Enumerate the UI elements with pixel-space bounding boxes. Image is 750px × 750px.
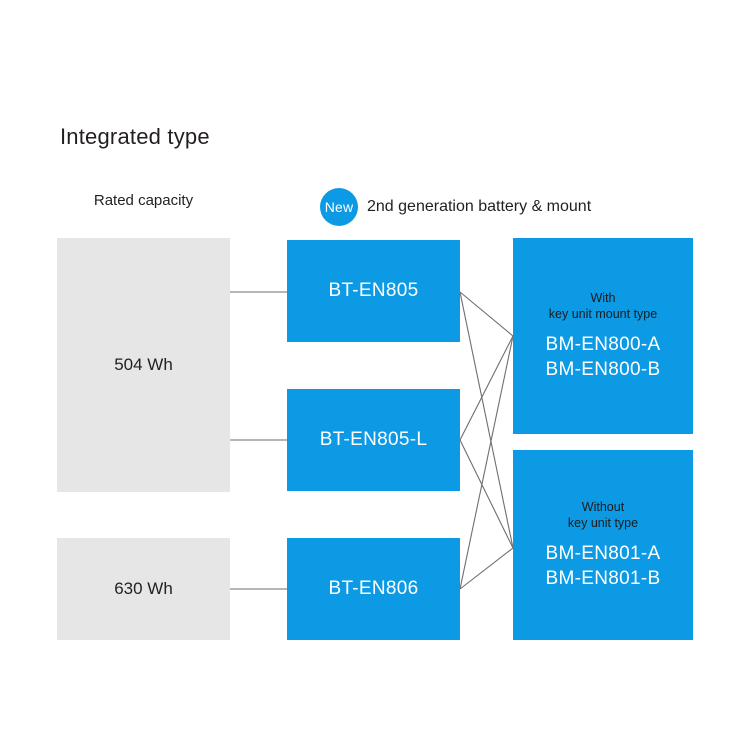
mount-subtitle-line2: key unit mount type — [548, 307, 658, 322]
connector-bt-en806-to-bm-en801 — [459, 547, 514, 590]
battery-node-bt-en806[interactable]: BT-EN806 — [287, 538, 460, 640]
capacity-label: 504 Wh — [114, 355, 173, 374]
column-header-rated-capacity: Rated capacity — [93, 192, 194, 209]
battery-node-bt-en805-l[interactable]: BT-EN805-L — [287, 389, 460, 491]
capacity-node-504wh[interactable]: 504 Wh — [57, 238, 230, 492]
mount-code-a: BM-EN801-A — [545, 543, 661, 565]
mount-code-b: BM-EN800-B — [545, 359, 661, 381]
connector-bt-en805-to-bm-en801 — [459, 291, 514, 549]
mount-subtitle: With key unit mount type — [549, 290, 657, 324]
column-header-generation: New 2nd generation battery & mount — [320, 188, 591, 226]
connector-bt-en806-to-bm-en800 — [459, 335, 514, 590]
connector-bt-en805-to-bm-en800 — [459, 291, 514, 337]
capacity-node-630wh[interactable]: 630 Wh — [57, 538, 230, 640]
mount-subtitle-line2: key unit type — [567, 516, 639, 531]
mount-node-bm-en801[interactable]: Without key unit type BM-EN801-A BM-EN80… — [513, 450, 693, 640]
battery-label: BT-EN805 — [328, 280, 419, 302]
mount-subtitle-line1: Without — [581, 499, 625, 514]
connector-bt-en805-l-to-bm-en800 — [459, 335, 514, 441]
capacity-label: 630 Wh — [114, 579, 173, 598]
mount-code-a: BM-EN800-A — [545, 334, 661, 356]
new-badge: New — [320, 188, 358, 226]
battery-node-bt-en805[interactable]: BT-EN805 — [287, 240, 460, 342]
mount-code-b: BM-EN801-B — [545, 568, 661, 590]
mount-subtitle: Without key unit type — [568, 499, 638, 533]
battery-label: BT-EN805-L — [319, 429, 428, 451]
mount-node-bm-en800[interactable]: With key unit mount type BM-EN800-A BM-E… — [513, 238, 693, 434]
connector-bt-en805-l-to-bm-en801 — [459, 439, 514, 549]
generation-label: 2nd generation battery & mount — [367, 198, 592, 215]
battery-label: BT-EN806 — [328, 578, 419, 600]
page-title: Integrated type — [60, 124, 210, 149]
mount-subtitle-line1: With — [590, 290, 616, 305]
